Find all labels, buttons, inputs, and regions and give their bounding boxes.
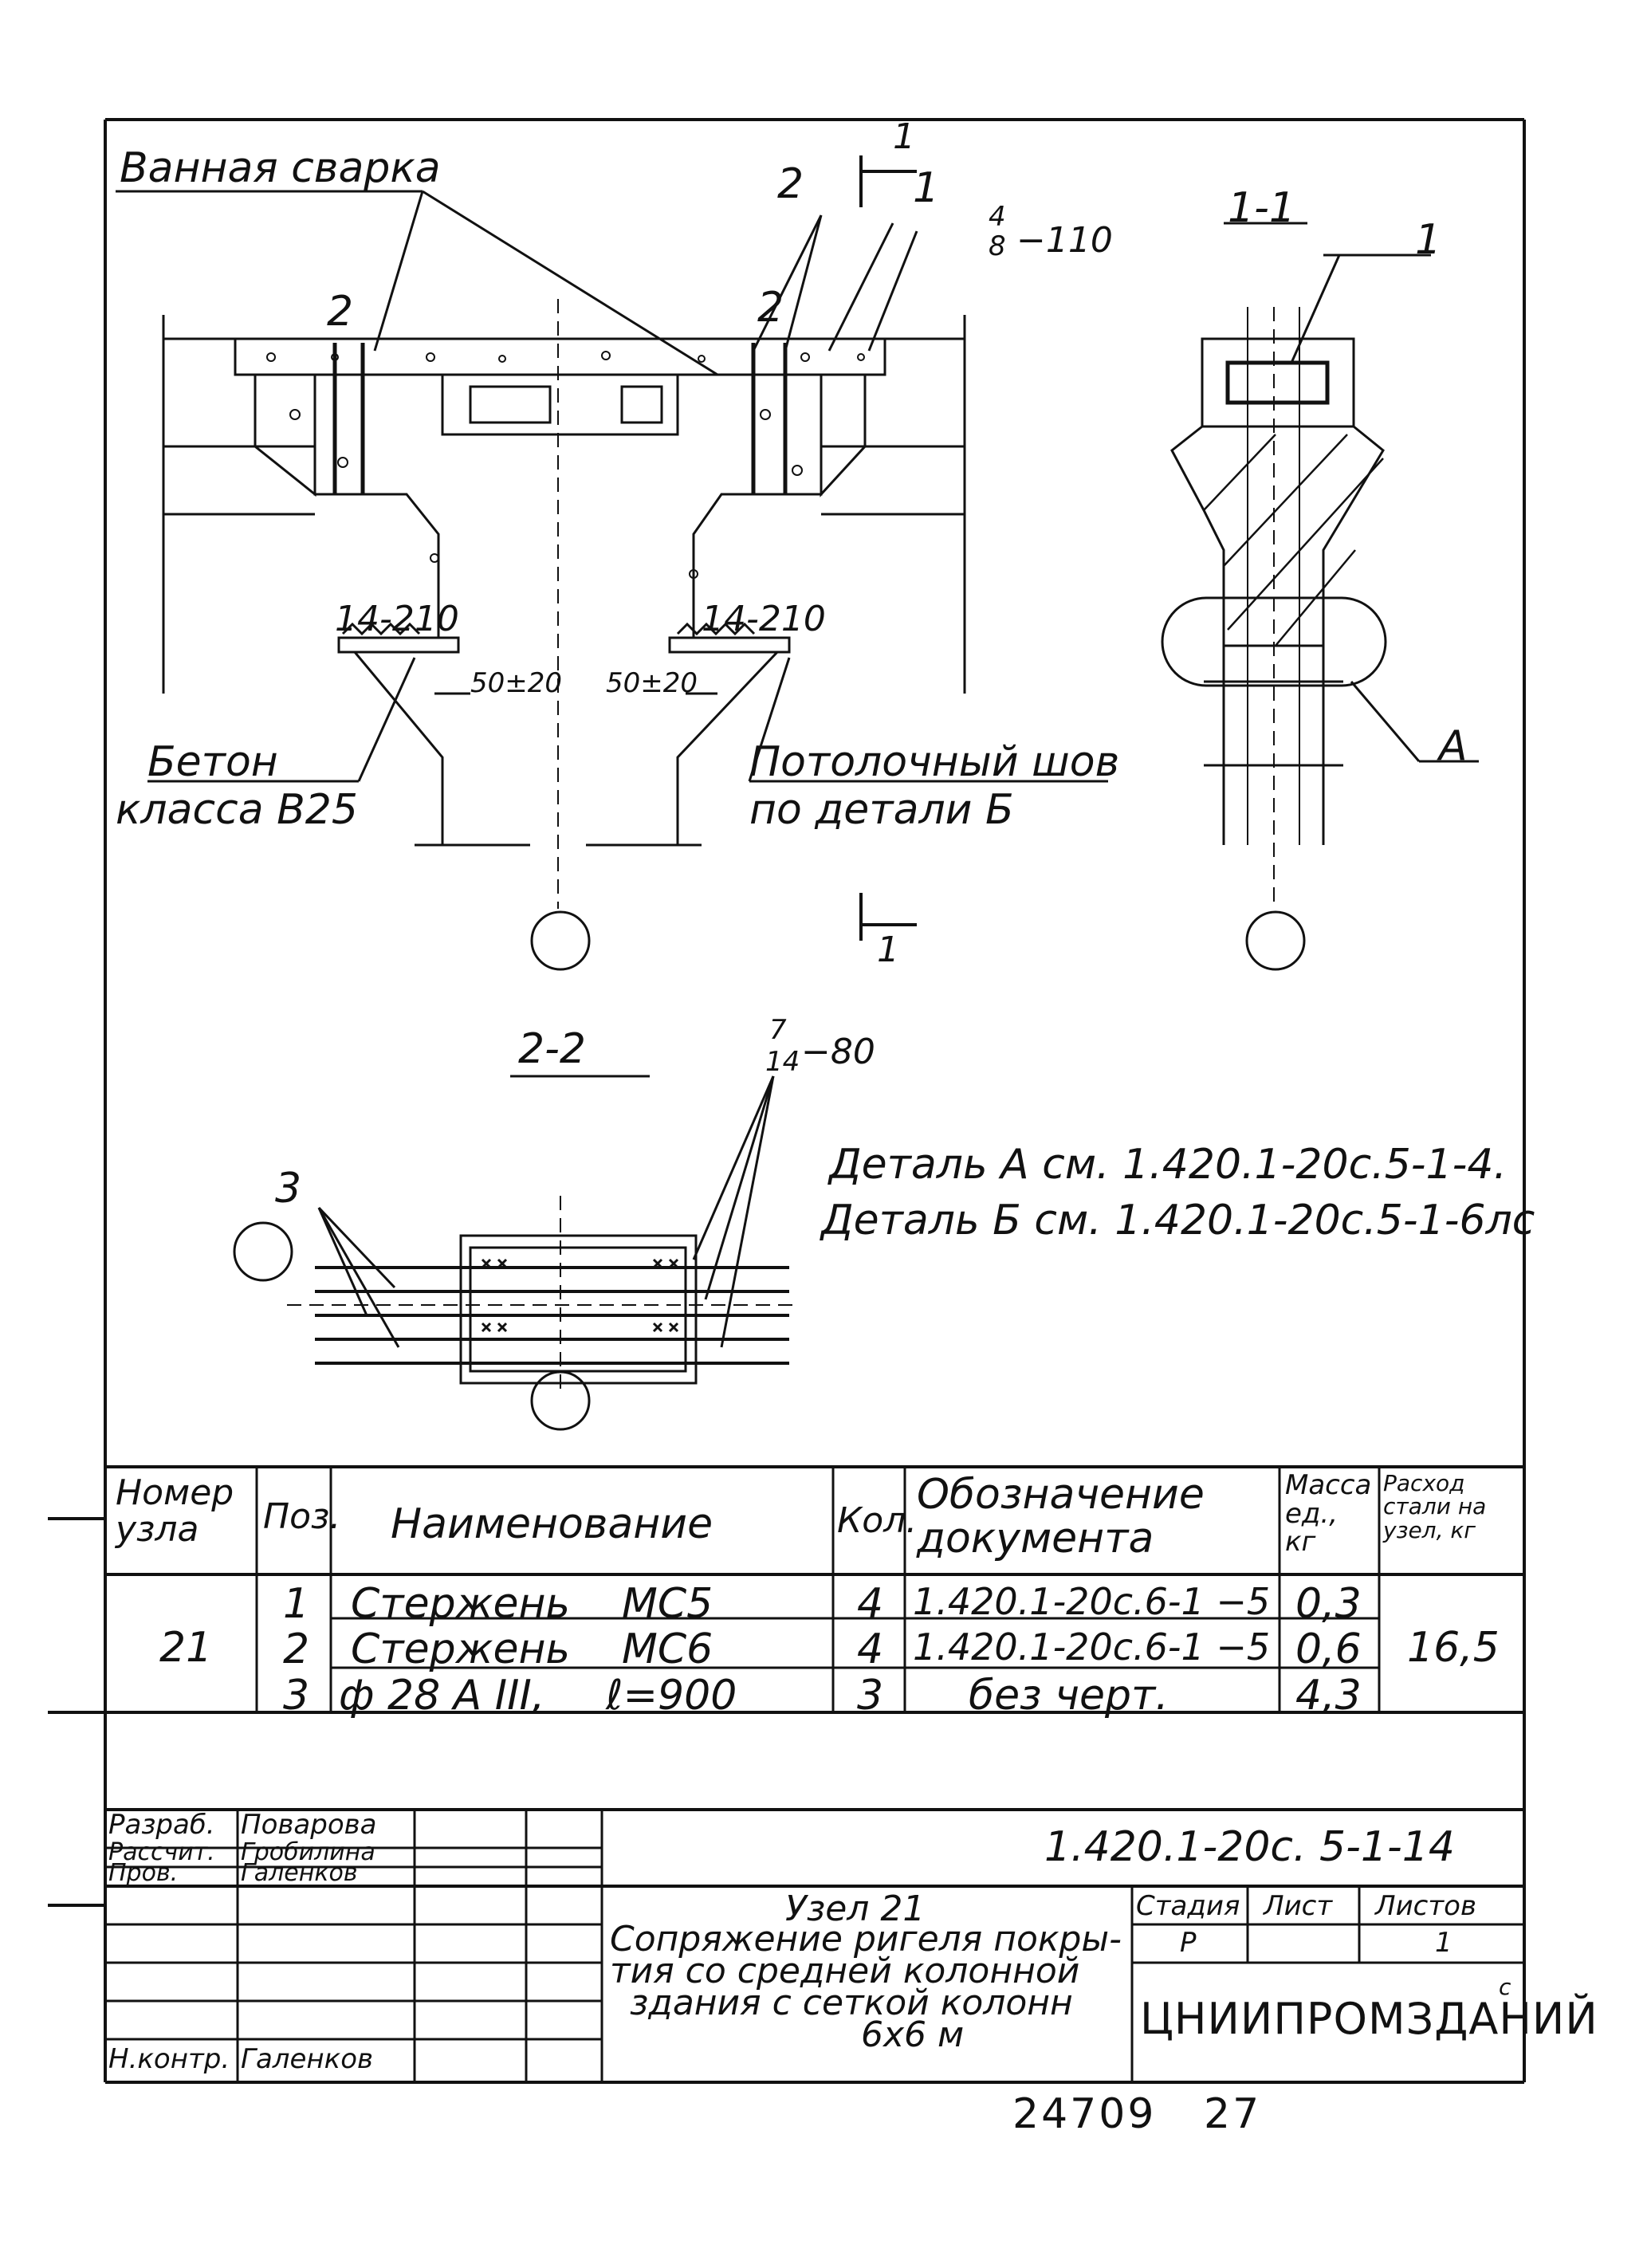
section-mark-bottom: 1 <box>877 930 899 970</box>
name-7: Галенков <box>241 2043 374 2075</box>
title-line-4: здания с сеткой колонн <box>630 1983 1073 2023</box>
row-1-mark: МС5 <box>622 1580 713 1628</box>
header-node: Номер узла <box>116 1472 234 1551</box>
stage-label: Стадия <box>1136 1890 1240 1922</box>
row-1-qty: 4 <box>857 1580 884 1628</box>
sheets-value: 1 <box>1435 1927 1452 1959</box>
section-1-1-pos: 1 <box>1415 216 1442 264</box>
header-doc: Обозначение документа <box>917 1471 1205 1562</box>
callout-weld-top-num: 4 <box>989 201 1006 233</box>
page-number: 27 <box>1204 2090 1262 2138</box>
callout-ceiling-seam-line1: Потолочный шов <box>749 738 1120 786</box>
row-3-doc: без черт. <box>969 1672 1169 1720</box>
section-2-2-title: 2-2 <box>518 1025 586 1073</box>
callout-bath-welding: Ванная сварка <box>120 144 441 192</box>
callout-pos-2-mid: 2 <box>757 284 784 332</box>
section-mark-top: 1 <box>893 116 915 157</box>
detail-a-note: Деталь А см. 1.420.1-20с.5-1-4. <box>829 1141 1508 1189</box>
detail-a-mark: А <box>1439 722 1468 770</box>
header-mass: Масса ед., кг <box>1285 1469 1372 1559</box>
row-1-name: Стержень <box>351 1580 571 1628</box>
header-steel: Расход стали на узел, кг <box>1383 1470 1487 1543</box>
weld-22-num: 7 <box>769 1014 787 1046</box>
callout-weld-right: 14-210 <box>702 599 826 639</box>
row-1-mass: 0,3 <box>1295 1580 1362 1628</box>
callout-weld-top-len: −110 <box>1016 220 1113 261</box>
row-2-mass: 0,6 <box>1295 1625 1362 1673</box>
callout-pos-1-top: 1 <box>913 164 940 212</box>
callout-gap-left: 50±20 <box>470 667 563 699</box>
detail-b-note: Деталь Б см. 1.420.1-20с.5-1-6лс <box>821 1197 1535 1244</box>
weld-22-len: −80 <box>801 1032 875 1072</box>
row-3-pos: 3 <box>283 1672 310 1720</box>
sheet-label: Лист <box>1264 1890 1333 1922</box>
name-3: Галенков <box>241 1859 358 1887</box>
sheets-label: Листов <box>1375 1890 1477 1922</box>
callout-weld-top-den: 8 <box>989 230 1006 262</box>
callout-weld-left: 14-210 <box>335 599 459 639</box>
header-qty: Кол. <box>837 1500 918 1541</box>
header-pos: Поз. <box>263 1496 341 1537</box>
callout-concrete-line2: класса В25 <box>116 786 358 834</box>
role-1: Разраб. <box>108 1809 215 1841</box>
callout-gap-right: 50±20 <box>606 667 698 699</box>
row-2-doc: 1.420.1-20с.6-1 −5 <box>913 1625 1271 1669</box>
row-2-pos: 2 <box>283 1625 310 1673</box>
archive-number: 24709 <box>1012 2090 1157 2138</box>
row-1-pos: 1 <box>283 1580 310 1628</box>
row-3-mass: 4,3 <box>1295 1672 1362 1720</box>
row-3-qty: 3 <box>857 1672 884 1720</box>
name-1: Поварова <box>241 1809 377 1841</box>
organization-superscript: c <box>1499 1974 1511 2000</box>
role-3: Пров. <box>108 1859 179 1887</box>
steel-total: 16,5 <box>1407 1624 1500 1672</box>
title-line-2: Сопряжение ригеля покры- <box>610 1919 1122 1959</box>
stage-value: Р <box>1180 1927 1197 1959</box>
weld-22-den: 14 <box>765 1046 800 1078</box>
node-number: 21 <box>159 1624 213 1672</box>
row-3-name: ф 28 А III, <box>339 1672 545 1720</box>
organization: ЦНИИПРОМЗДАНИЙ <box>1140 1994 1598 2044</box>
callout-concrete-line1: Бетон <box>147 738 278 786</box>
name-2: Гробилина <box>241 1838 375 1866</box>
callout-pos-2-left: 2 <box>327 288 354 336</box>
drawing-designation: 1.420.1-20с. 5-1-14 <box>1044 1823 1455 1871</box>
title-line-5: 6х6 м <box>861 2014 965 2055</box>
row-2-qty: 4 <box>857 1625 884 1673</box>
row-2-name: Стержень <box>351 1625 571 1673</box>
title-line-1: Узел 21 <box>785 1889 926 1929</box>
role-2: Рассчит. <box>108 1838 215 1866</box>
row-2-mark: МС6 <box>622 1625 713 1673</box>
title-line-3: тия со средней колонной <box>610 1951 1080 1991</box>
header-name: Наименование <box>391 1500 713 1548</box>
callout-pos-2-right: 2 <box>777 160 804 208</box>
section-1-1-title: 1-1 <box>1228 184 1295 232</box>
row-1-doc: 1.420.1-20с.6-1 −5 <box>913 1580 1271 1623</box>
row-3-mark: ℓ=900 <box>606 1672 737 1720</box>
section-2-2-pos-3: 3 <box>275 1165 302 1213</box>
callout-ceiling-seam-line2: по детали Б <box>749 786 1014 834</box>
role-7: Н.контр. <box>108 2043 230 2075</box>
